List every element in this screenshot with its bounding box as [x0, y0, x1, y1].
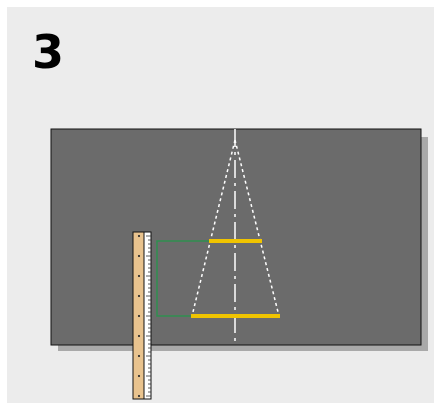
ruler-mark — [138, 355, 139, 356]
ruler-mark — [138, 235, 139, 236]
ruler-mark — [138, 255, 139, 256]
board — [51, 129, 421, 345]
ruler-mark — [138, 275, 139, 276]
ruler-icon — [133, 232, 151, 399]
ruler-mark — [138, 295, 139, 296]
ruler-mark — [138, 315, 139, 316]
ruler-mark — [138, 335, 139, 336]
ruler-mark — [138, 395, 139, 396]
ruler-mark — [138, 375, 139, 376]
